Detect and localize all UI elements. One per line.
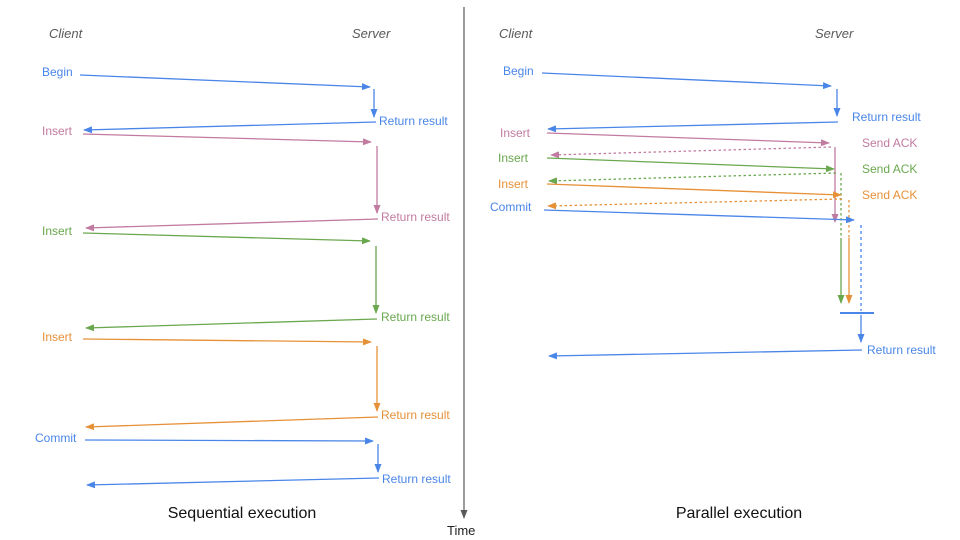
right-insert2-label: Insert xyxy=(498,151,529,165)
left-insert1-label: Insert xyxy=(42,124,73,138)
right-send-ack-2: Send ACK xyxy=(862,162,918,176)
right-send-ack-3: Send ACK xyxy=(862,188,918,202)
right-return-result-top: Return result xyxy=(852,110,921,124)
parallel-flow-insert-2 xyxy=(546,157,845,304)
left-return-result-1: Return result xyxy=(379,114,448,128)
left-return-result-2: Return result xyxy=(381,210,450,224)
right-send-ack-1: Send ACK xyxy=(862,136,918,150)
time-axis-label: Time xyxy=(447,523,476,538)
right-insert3-label: Insert xyxy=(498,177,529,191)
right-commit-label: Commit xyxy=(490,200,532,214)
parallel-flow-begin xyxy=(541,72,841,133)
right-begin-label: Begin xyxy=(503,64,534,78)
left-panel-title: Sequential execution xyxy=(167,505,317,522)
sequential-flow-insert-3 xyxy=(82,338,381,431)
left-commit-label: Commit xyxy=(35,431,77,445)
left-return-result-3: Return result xyxy=(381,310,450,324)
sequential-flow-insert-2 xyxy=(82,232,380,332)
right-return-result-bottom: Return result xyxy=(867,343,936,357)
right-server-label: Server xyxy=(815,26,854,41)
parallel-flow-commit xyxy=(543,209,874,360)
right-panel-title: Parallel execution xyxy=(675,505,803,522)
sequential-flow-insert-1 xyxy=(82,133,381,232)
sequential-flow-begin xyxy=(79,74,378,134)
left-insert3-label: Insert xyxy=(42,330,73,344)
left-client-label: Client xyxy=(49,26,83,41)
parallel-flow-insert-3 xyxy=(546,183,853,304)
left-server-label: Server xyxy=(352,26,391,41)
sequential-flow-commit xyxy=(84,437,382,489)
right-client-label: Client xyxy=(499,26,533,41)
left-return-result-5: Return result xyxy=(382,472,451,486)
left-begin-label: Begin xyxy=(42,65,73,79)
left-return-result-4: Return result xyxy=(381,408,450,422)
parallel-flow-insert-1 xyxy=(546,132,839,223)
left-insert2-label: Insert xyxy=(42,224,73,238)
right-insert1-label: Insert xyxy=(500,126,531,140)
